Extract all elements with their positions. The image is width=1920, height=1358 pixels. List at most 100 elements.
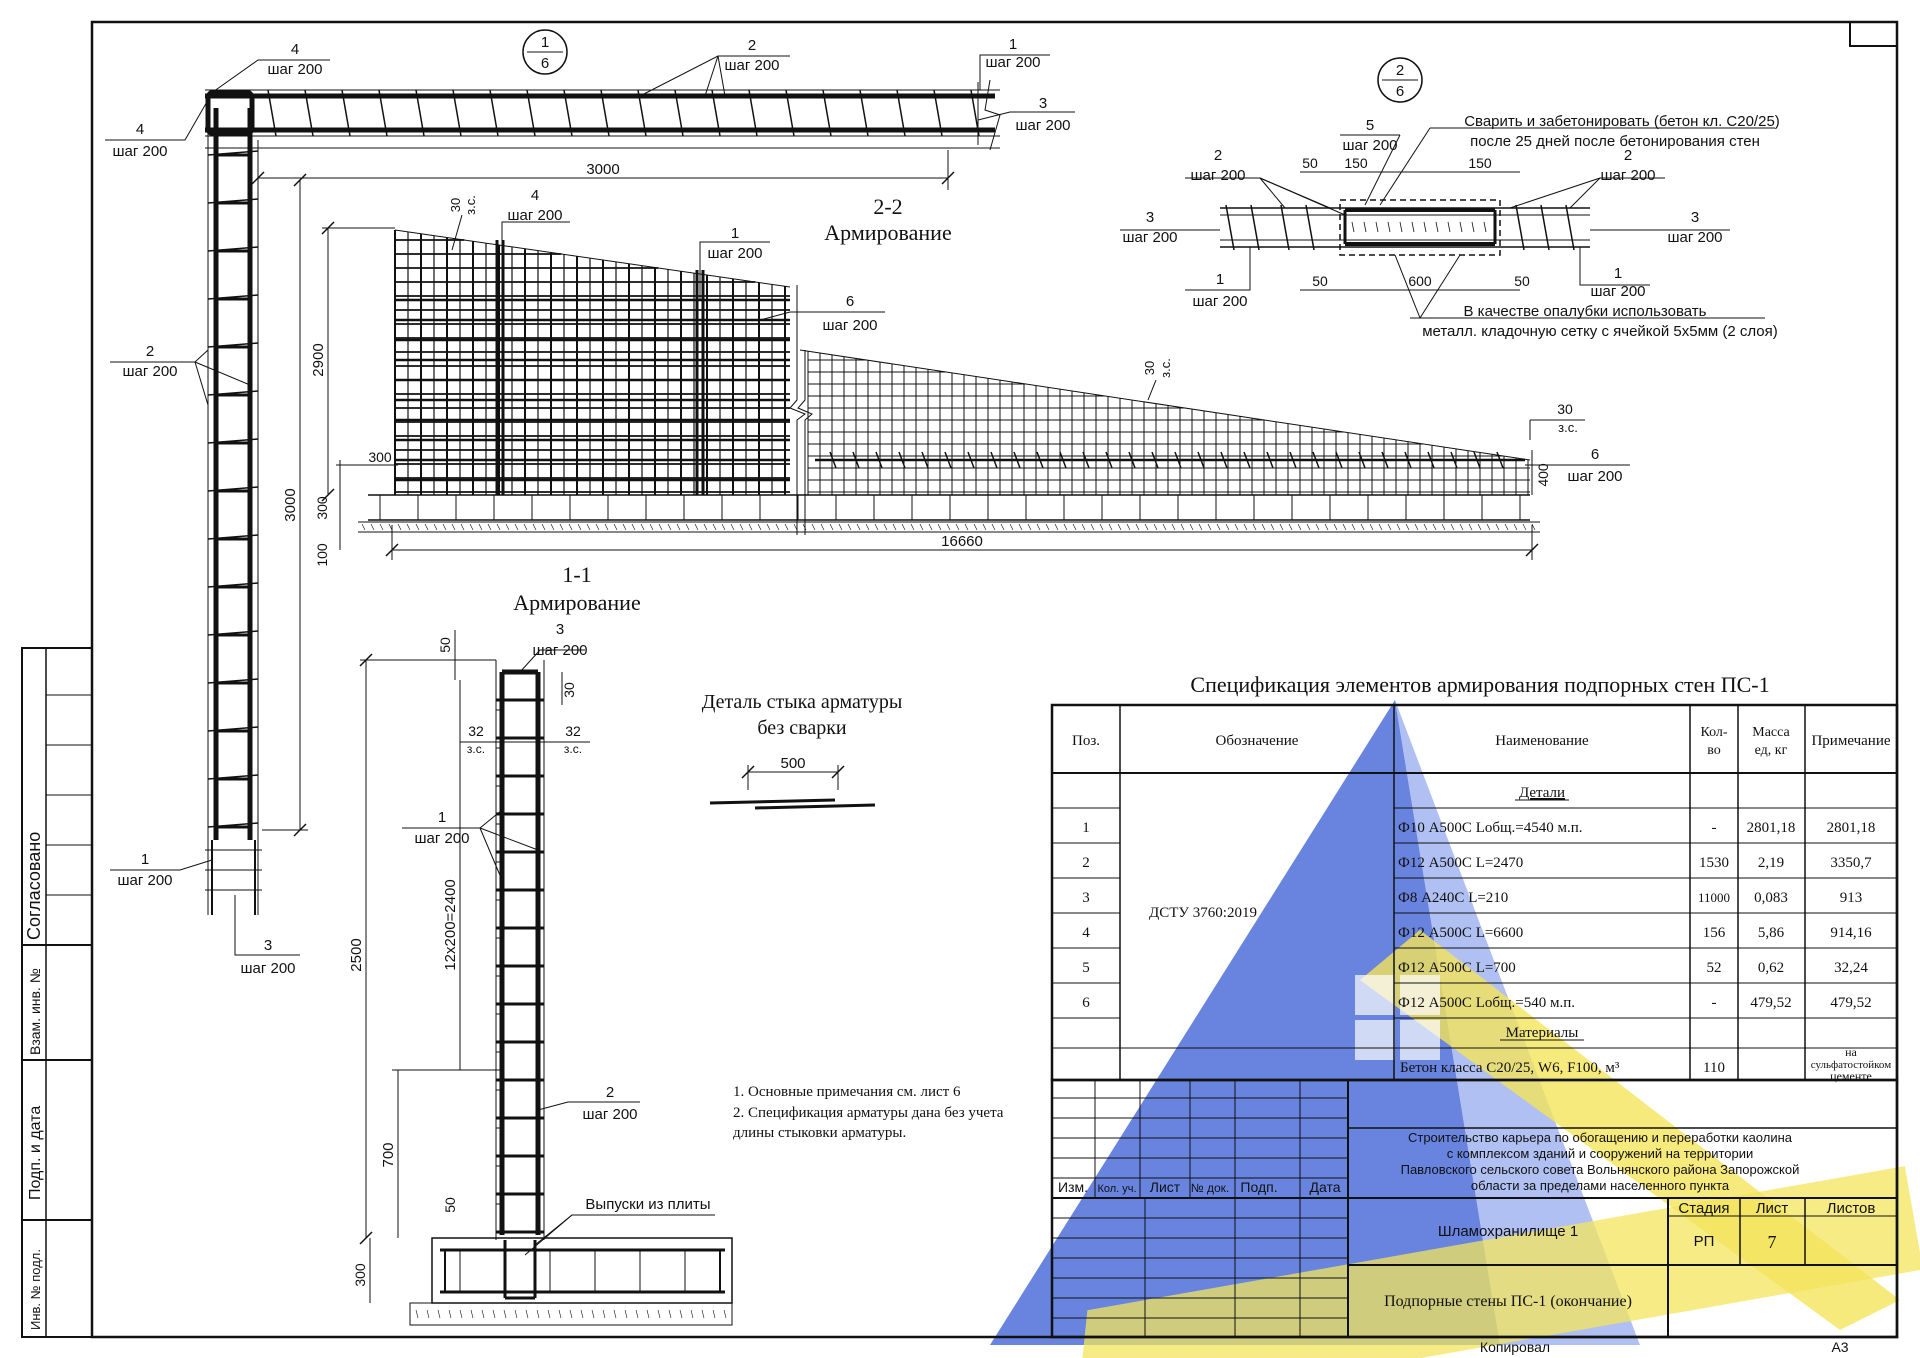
plan-view: 1 6 4 шаг 200 4 шаг 200 2 шаг 200 1 шаг … (105, 29, 1075, 977)
section22-bar1-pos: 1 (731, 225, 739, 242)
stamp-col-ndok: № док. (1191, 1181, 1229, 1195)
section22-bar6-right-step: шаг 200 (1567, 468, 1622, 485)
spec-material-qty: 110 (1703, 1060, 1725, 1076)
spec-cell-note: 3350,7 (1830, 855, 1872, 871)
spec-cell-name: Ф8 А240С L=210 (1398, 890, 1508, 906)
detail2-dim-150-l: 150 (1344, 155, 1368, 171)
gravel-mark (635, 1309, 639, 1319)
plan-ties-horizontal (267, 89, 980, 137)
gravel-mark (415, 1309, 419, 1319)
spec-cell-pos: 3 (1082, 890, 1090, 906)
gravel-mark (1297, 523, 1302, 531)
gravel-mark (622, 523, 627, 531)
gravel-mark (1486, 523, 1491, 531)
gravel-mark (1513, 523, 1518, 531)
spec-cell-mass: 479,52 (1750, 995, 1791, 1011)
gravel-mark (1036, 523, 1041, 531)
gravel-mark (541, 523, 546, 531)
plan-bar2-top-pos: 2 (748, 37, 756, 54)
gravel-mark (481, 1309, 485, 1319)
specification-table: Спецификация элементов армирования подпо… (1050, 672, 1899, 1083)
mesh-bar (1082, 451, 1090, 469)
section22-cover-mid-unit: з.с. (1158, 358, 1173, 378)
gravel-mark (550, 523, 555, 531)
gravel-mark (1279, 523, 1284, 531)
gravel-mark (874, 523, 879, 531)
plan-bar3-bottom-pos: 3 (264, 937, 272, 954)
detail2-bar3-right-pos: 3 (1691, 209, 1699, 226)
mesh-bar (1220, 451, 1228, 469)
joint-title-line1: Деталь стыка арматуры (702, 691, 903, 713)
gravel-mark (1225, 523, 1230, 531)
gravel-mark (739, 523, 744, 531)
detail2-note-line1: Сварить и забетонировать (бетон кл. С20/… (1464, 113, 1780, 130)
sheet-frame: Согласовано Взам. инв. № Подп. и дата Ин… (21, 20, 1899, 1339)
gravel-mark (397, 523, 402, 531)
gravel-mark (1207, 523, 1212, 531)
section11-cover-l-unit: з.с. (467, 742, 485, 756)
gravel-mark (547, 1309, 551, 1319)
tie-line (896, 89, 906, 137)
mesh-bar (1404, 451, 1412, 469)
gravel-mark (1306, 523, 1311, 531)
gravel-mark (685, 523, 690, 531)
spec-cell-pos: 5 (1082, 960, 1090, 976)
plan-bar2-top-step: шаг 200 (724, 57, 779, 74)
gravel-mark (1135, 523, 1140, 531)
plan-bar4-left-step: шаг 200 (112, 143, 167, 160)
mesh-right (807, 351, 1530, 495)
mesh-bar (1312, 451, 1320, 469)
gravel-mark (536, 1309, 540, 1319)
gravel-mark (1378, 523, 1383, 531)
concrete-mark (1435, 221, 1439, 233)
gravel-mark (1189, 523, 1194, 531)
gravel-mark (701, 1309, 705, 1319)
stamp-col-list: Лист (1150, 1179, 1181, 1195)
stamp-project-line2: с комплексом зданий и сооружений на терр… (1447, 1146, 1754, 1161)
spec-designation-value: ДСТУ 3760:2019 (1149, 905, 1257, 921)
spec-h-note: Примечание (1811, 733, 1890, 749)
detail2-note-line2: после 25 дней после бетонирования стен (1470, 133, 1760, 150)
gravel-mark (1126, 523, 1131, 531)
detail2-bar1-left-step: шаг 200 (1192, 293, 1247, 310)
tie-line (674, 89, 684, 137)
gravel-mark (602, 1309, 606, 1319)
gravel-mark (595, 523, 600, 531)
detail2-ties (1225, 204, 1575, 251)
plan-bar1-bottom-step: шаг 200 (117, 872, 172, 889)
spec-cell-name: Ф12 А500С L=6600 (1398, 925, 1523, 941)
concrete-mark (1399, 221, 1403, 233)
tie-line (415, 89, 425, 137)
section22-bar6-right-pos: 6 (1591, 446, 1599, 463)
gravel-mark (723, 1309, 727, 1319)
section22-bar6-top-step: шаг 200 (822, 317, 877, 334)
section11-bar3-pos: 3 (556, 621, 564, 638)
section11-dim-50-bottom: 50 (442, 1197, 458, 1213)
gravel-mark (1522, 523, 1527, 531)
mesh-bar (1128, 451, 1136, 469)
spec-row-lines (1052, 807, 1897, 1049)
section11-title: 1-1 (562, 562, 591, 587)
detail2-bar2-right-pos: 2 (1624, 147, 1632, 164)
gravel-mark (667, 523, 672, 531)
gravel-mark (982, 523, 987, 531)
gravel-mark (426, 1309, 430, 1319)
plan-bar1-top-pos: 1 (1009, 36, 1017, 53)
detail2-bar5-pos: 5 (1366, 117, 1374, 134)
gravel-mark (1387, 523, 1392, 531)
spec-material-note2: сульфатостойком (1811, 1059, 1891, 1071)
section11-dim-300: 300 (352, 1263, 368, 1287)
gravel-mark (1324, 523, 1329, 531)
mesh-bar (1013, 451, 1021, 469)
section22-bar4-step: шаг 200 (507, 207, 562, 224)
gravel-mark (1333, 523, 1338, 531)
note-3: длины стыковки арматуры. (733, 1125, 906, 1141)
gravel-mark (604, 523, 609, 531)
gravel-mark (1144, 523, 1149, 531)
stamp-project-line3: Павловского сельского совета Вольнянског… (1401, 1162, 1800, 1177)
stamp-format: А3 (1831, 1339, 1848, 1355)
gravel-mark (883, 523, 888, 531)
gravel-mark (1468, 523, 1473, 531)
detail2-bar2-left-pos: 2 (1214, 147, 1222, 164)
gravel-mark (406, 523, 411, 531)
